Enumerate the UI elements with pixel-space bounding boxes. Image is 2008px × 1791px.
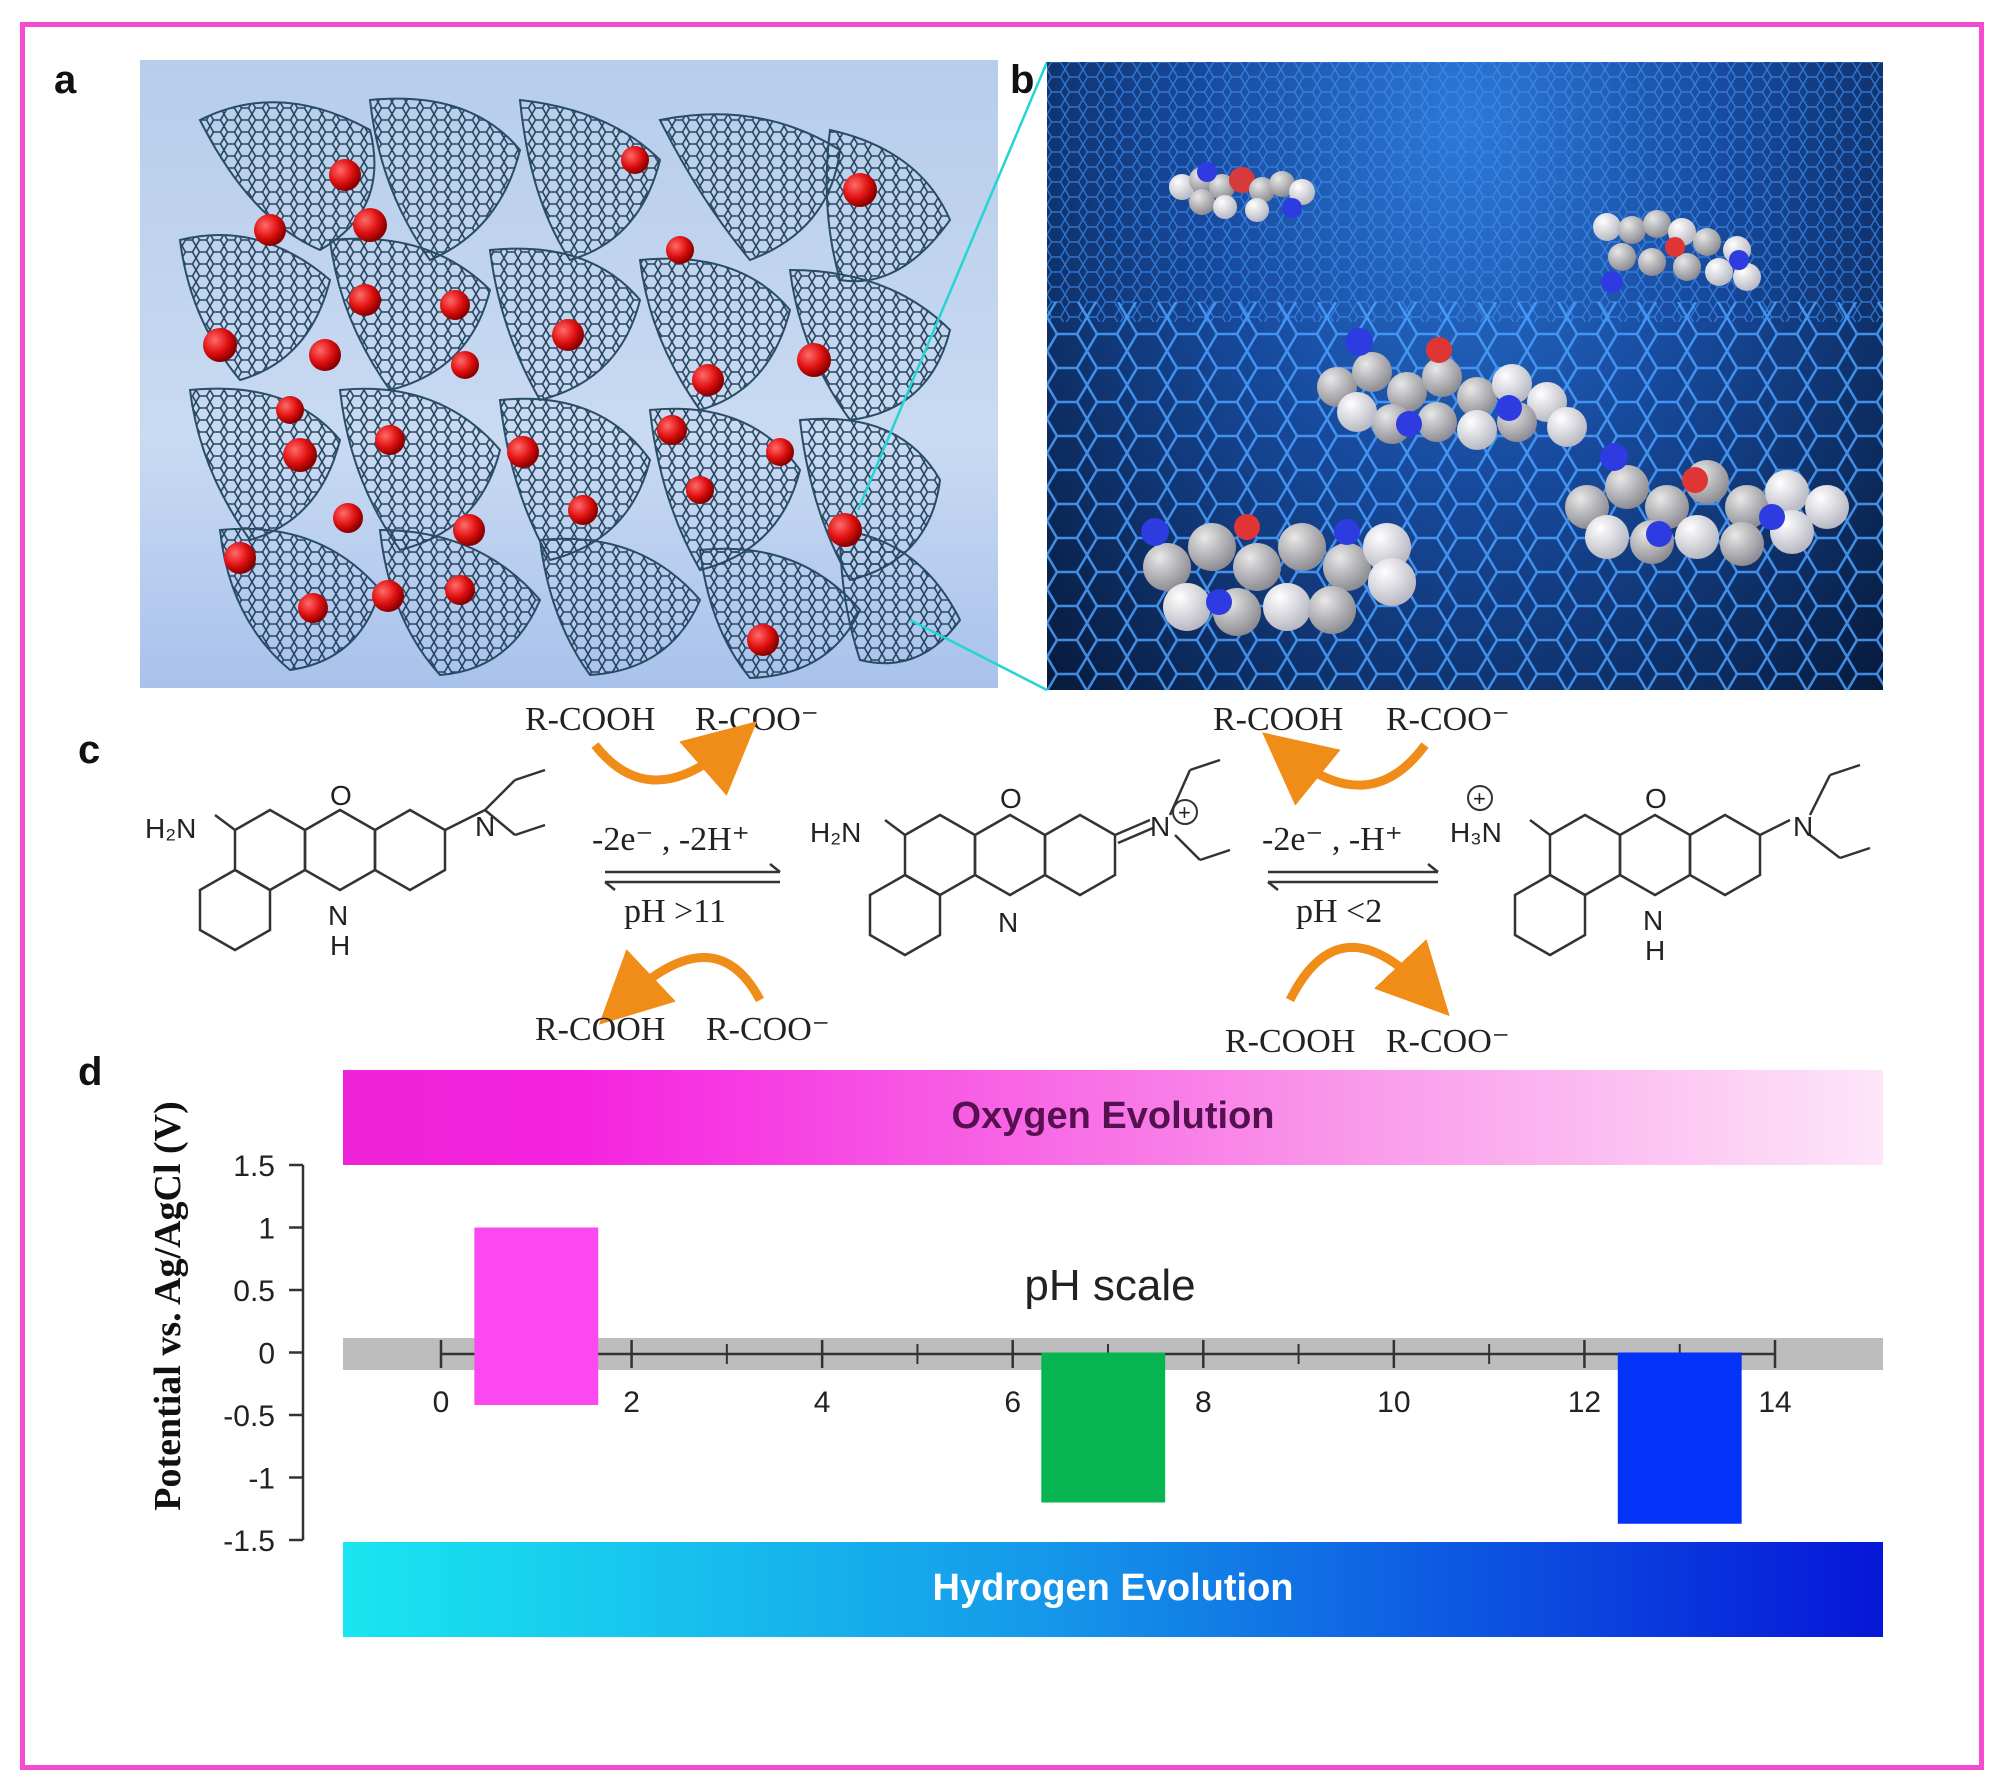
x-tick-label: 8 — [1195, 1386, 1212, 1419]
atom-n-amine: N — [475, 811, 495, 842]
atom-h3n: H₃N — [1450, 817, 1502, 848]
atom-o-3: O — [1645, 783, 1667, 814]
y-axis: 1.5 1 0.5 0 -0.5 -1 -1.5 — [223, 1150, 305, 1558]
right-acid-bottom: R-COOH — [1225, 1023, 1355, 1060]
atom-h2n: H₂N — [145, 813, 196, 844]
ph-scale-label: pH scale — [1024, 1261, 1195, 1310]
bar-3 — [1617, 1352, 1742, 1524]
structure-oxidized — [868, 758, 1231, 957]
atom-h: H — [330, 930, 350, 961]
y-tick-label: -0.5 — [223, 1400, 275, 1433]
positive-charge-sign-2: + — [1473, 786, 1486, 811]
right-top-curved-arrow — [1262, 732, 1429, 806]
y-tick-label: 0 — [258, 1338, 275, 1371]
graphene-network-image — [140, 60, 998, 688]
right-reaction-conditions: -2e⁻ , -H⁺ — [1262, 821, 1403, 858]
y-tick-label: 0.5 — [233, 1275, 275, 1308]
structure-reduced-basic — [198, 768, 546, 952]
bar-2 — [1041, 1352, 1166, 1503]
positive-charge-sign: + — [1178, 800, 1191, 825]
left-acid-bottom: R-COOH — [535, 1011, 665, 1048]
x-tick-label: 2 — [623, 1386, 640, 1419]
bars — [474, 1227, 1742, 1524]
bar-1 — [474, 1227, 599, 1405]
atom-n-amine-3: N — [1793, 811, 1813, 842]
molecule-4 — [1565, 443, 1849, 566]
molecule-1 — [1169, 162, 1315, 222]
y-tick-label: -1.5 — [223, 1525, 275, 1558]
graphene-sheet-molecules-image — [1047, 62, 1883, 690]
positive-charge-icon — [1172, 799, 1198, 825]
atom-n: N — [328, 900, 348, 931]
hydrogen-evolution-band — [343, 1542, 1883, 1637]
graphene-sheet-illustration — [1047, 62, 1883, 690]
molecule-3 — [1317, 328, 1587, 450]
atom-n-iminium: N — [1150, 811, 1170, 842]
x-tick-label: 4 — [814, 1386, 831, 1419]
structure-reduced-acidic — [1513, 763, 1871, 957]
right-base-bottom: R-COO⁻ — [1386, 1023, 1510, 1060]
oxygen-evolution-label: Oxygen Evolution — [951, 1095, 1274, 1137]
atom-h-3: H — [1645, 935, 1665, 966]
atom-h2n-2: H₂N — [810, 817, 861, 848]
right-base-top: R-COO⁻ — [1386, 701, 1510, 738]
panel-label-c: c — [78, 728, 101, 772]
panel-label-d: d — [78, 1050, 103, 1094]
right-reaction-ph: pH <2 — [1296, 893, 1382, 930]
x-tick-label: 10 — [1377, 1386, 1410, 1419]
left-acid-top: R-COOH — [525, 701, 655, 738]
atom-n-2: N — [998, 907, 1018, 938]
molecule-5 — [1141, 514, 1416, 636]
equilibrium-arrows-right — [1267, 863, 1439, 891]
equilibrium-arrows-left — [604, 863, 781, 891]
left-reaction-conditions: -2e⁻ , -2H⁺ — [592, 821, 750, 858]
x-tick-label: 12 — [1568, 1386, 1601, 1419]
y-tick-label: -1 — [248, 1463, 275, 1496]
left-reaction-ph: pH >11 — [624, 893, 726, 930]
oxygen-evolution-band — [343, 1070, 1883, 1165]
left-top-curved-arrow — [591, 721, 758, 796]
hydrogen-evolution-label: Hydrogen Evolution — [933, 1567, 1294, 1609]
x-tick-label: 0 — [433, 1386, 450, 1419]
figure-border — [20, 22, 1984, 1770]
x-tick-label: 14 — [1758, 1386, 1791, 1419]
molecule-2 — [1593, 210, 1761, 293]
right-bottom-curved-arrow — [1285, 939, 1450, 1017]
atom-n-3: N — [1643, 905, 1663, 936]
positive-charge-icon-2 — [1467, 785, 1493, 811]
y-tick-label: 1.5 — [233, 1150, 275, 1183]
atom-o-2: O — [1000, 783, 1022, 814]
panel-label-a: a — [54, 58, 77, 102]
graphene-network-illustration — [178, 97, 962, 680]
x-tick-label: 6 — [1004, 1386, 1021, 1419]
panel-label-b: b — [1010, 58, 1035, 102]
atom-o: O — [330, 780, 352, 811]
y-tick-label: 1 — [258, 1213, 275, 1246]
left-base-bottom: R-COO⁻ — [706, 1011, 830, 1048]
y-axis-label: Potential vs. Ag/AgCl (V) — [147, 1101, 189, 1511]
left-bottom-curved-arrow — [598, 949, 764, 1025]
right-acid-top: R-COOH — [1213, 701, 1343, 738]
